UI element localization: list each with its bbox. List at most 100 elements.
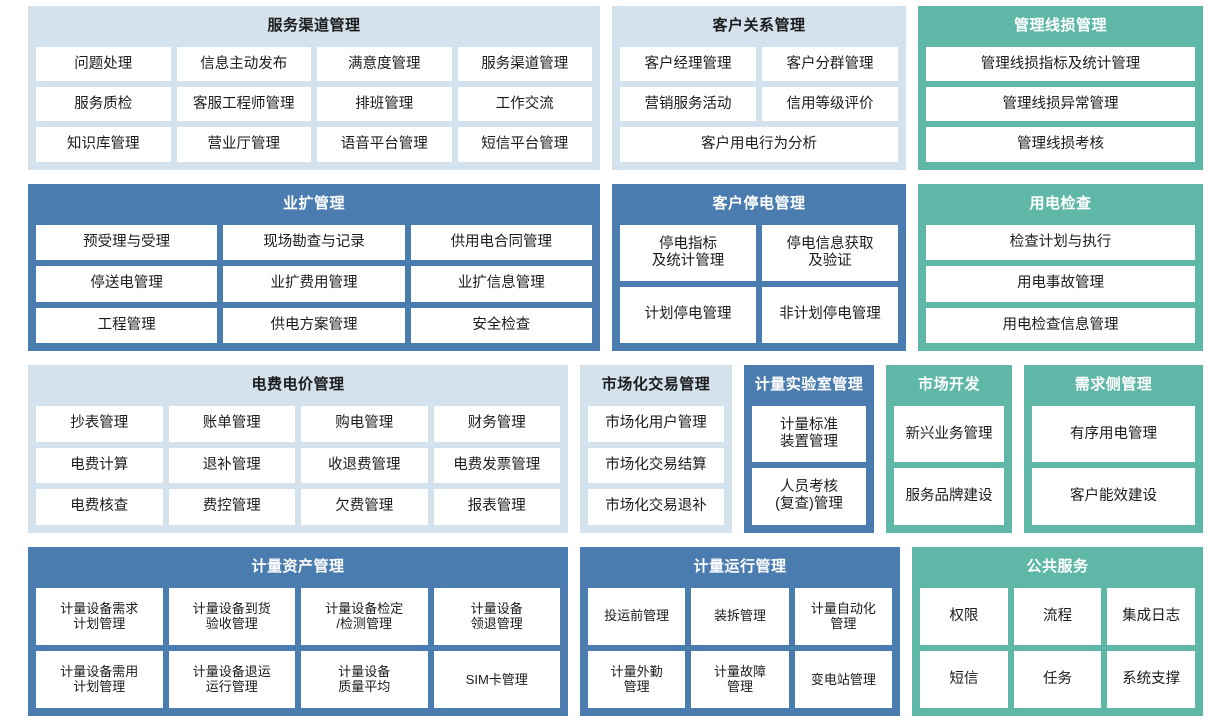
tile-item[interactable]: 供电方案管理 xyxy=(223,307,405,344)
tile-item[interactable]: 用电事故管理 xyxy=(926,266,1195,302)
tile-item[interactable]: 市场化交易退补 xyxy=(588,489,724,525)
panel-market-development: 市场开发 新兴业务管理 服务品牌建设 xyxy=(886,365,1012,533)
tile-item[interactable]: 营业厅管理 xyxy=(176,127,311,162)
tile-item[interactable]: 流程 xyxy=(1013,587,1102,645)
tile-item[interactable]: 安全检查 xyxy=(410,307,592,344)
tile-item[interactable]: 知识库管理 xyxy=(36,127,171,162)
tile-item[interactable]: 投运前管理 xyxy=(588,587,686,645)
tile-item[interactable]: 短信平台管理 xyxy=(457,127,592,162)
tile-item[interactable]: 营销服务活动 xyxy=(620,87,756,122)
tile-item[interactable]: 装拆管理 xyxy=(691,587,789,645)
tile-item[interactable]: 停送电管理 xyxy=(36,266,218,302)
tile-item[interactable]: 计量自动化 管理 xyxy=(794,587,892,645)
tile-item[interactable]: 费控管理 xyxy=(168,489,295,525)
tile-item[interactable]: 业扩信息管理 xyxy=(410,266,592,302)
tile-item[interactable]: 计量故障 管理 xyxy=(691,650,789,709)
tile-item[interactable]: 计量设备需用 计划管理 xyxy=(36,650,163,709)
tile-item[interactable]: 系统支撑 xyxy=(1107,650,1196,709)
tile-item[interactable]: 服务品牌建设 xyxy=(894,468,1004,525)
tile-item[interactable]: 账单管理 xyxy=(168,406,295,442)
tile-item[interactable]: 计量设备检定 /检测管理 xyxy=(301,587,428,645)
tile-grid: 客户经理管理 客户分群管理 营销服务活动 信用等级评价 客户用电行为分析 xyxy=(620,47,898,162)
tile-item[interactable]: 业扩费用管理 xyxy=(223,266,405,302)
tile-item[interactable]: 权限 xyxy=(920,587,1008,645)
tile-item[interactable]: 欠费管理 xyxy=(301,489,428,525)
tile-item[interactable]: 计量设备到货 验收管理 xyxy=(168,587,295,645)
tile-item[interactable]: 管理线损异常管理 xyxy=(926,87,1195,122)
tile-item[interactable]: 语音平台管理 xyxy=(317,127,452,162)
tile-item[interactable]: 排班管理 xyxy=(317,87,452,122)
tile-item[interactable]: 抄表管理 xyxy=(36,406,163,442)
tile-item[interactable]: 供用电合同管理 xyxy=(410,224,592,261)
tile-item[interactable]: 退补管理 xyxy=(168,447,295,484)
tile-item[interactable]: 报表管理 xyxy=(433,489,560,525)
tile-item[interactable]: 信用等级评价 xyxy=(762,87,898,122)
tile-item[interactable]: 计量设备需求 计划管理 xyxy=(36,587,163,645)
tile-item[interactable]: 人员考核 (复查)管理 xyxy=(752,468,866,525)
tile-item[interactable]: 工程管理 xyxy=(36,307,218,344)
tile-item[interactable]: 工作交流 xyxy=(457,87,592,122)
tile-item[interactable]: 停电指标 及统计管理 xyxy=(620,224,756,281)
tile-item[interactable]: 市场化用户管理 xyxy=(588,406,724,442)
tile-item[interactable]: 服务质检 xyxy=(36,87,171,122)
tile-row: 电费计算 退补管理 收退费管理 电费发票管理 xyxy=(36,447,560,484)
tile-item[interactable]: 客服工程师管理 xyxy=(176,87,311,122)
tile-grid: 抄表管理 账单管理 购电管理 财务管理 电费计算 退补管理 收退费管理 电费发票… xyxy=(36,406,560,525)
tile-item[interactable]: 任务 xyxy=(1013,650,1102,709)
tile-item[interactable]: 服务渠道管理 xyxy=(457,47,592,82)
tile-item[interactable]: SIM卡管理 xyxy=(433,650,560,709)
tile-item[interactable]: 购电管理 xyxy=(301,406,428,442)
tile-item[interactable]: 满意度管理 xyxy=(317,47,452,82)
tile-item[interactable]: 电费核查 xyxy=(36,489,163,525)
tile-row: 客户经理管理 客户分群管理 xyxy=(620,47,898,82)
tile-item[interactable]: 客户分群管理 xyxy=(762,47,898,82)
tile-item[interactable]: 客户经理管理 xyxy=(620,47,756,82)
panel-title: 客户关系管理 xyxy=(712,17,806,34)
panel-row-2: 业扩管理 预受理与受理 现场勘查与记录 供用电合同管理 停送电管理 业扩费用管理… xyxy=(28,183,1203,352)
tile-item[interactable]: 电费计算 xyxy=(36,447,163,484)
tile-item[interactable]: 变电站管理 xyxy=(794,650,892,709)
tile-item[interactable]: 计量设备 领退管理 xyxy=(433,587,560,645)
panel-management-line-loss: 管理线损管理 管理线损指标及统计管理 管理线损异常管理 管理线损考核 xyxy=(918,6,1203,170)
panel-metering-operation-management: 计量运行管理 投运前管理 装拆管理 计量自动化 管理 计量外勤 管理 计量故障 … xyxy=(580,546,900,717)
tile-item[interactable]: 检查计划与执行 xyxy=(926,224,1195,261)
tile-item[interactable]: 收退费管理 xyxy=(301,447,428,484)
tile-item[interactable]: 市场化交易结算 xyxy=(588,447,724,484)
tile-item[interactable]: 客户能效建设 xyxy=(1032,468,1195,525)
panel-customer-outage-management: 客户停电管理 停电指标 及统计管理 停电信息获取 及验证 计划停电管理 非计划停… xyxy=(612,183,906,352)
panel-title: 计量实验室管理 xyxy=(754,376,864,394)
tile-item[interactable]: 新兴业务管理 xyxy=(894,406,1004,463)
tile-item[interactable]: 预受理与受理 xyxy=(36,224,218,261)
tile-item[interactable]: 计划停电管理 xyxy=(620,286,756,344)
tile-row: 客户用电行为分析 xyxy=(620,127,898,162)
tile-item[interactable]: 计量设备 质量平均 xyxy=(301,650,428,709)
tile-grid: 检查计划与执行 用电事故管理 用电检查信息管理 xyxy=(926,224,1195,344)
tile-item[interactable]: 客户用电行为分析 xyxy=(620,127,898,162)
tile-row: 市场化用户管理 xyxy=(588,406,724,442)
tile-item[interactable]: 电费发票管理 xyxy=(433,447,560,484)
panel-market-trading-management: 市场化交易管理 市场化用户管理 市场化交易结算 市场化交易退补 xyxy=(580,365,732,533)
tile-item[interactable]: 管理线损指标及统计管理 xyxy=(926,47,1195,82)
tile-item[interactable]: 计量标准 装置管理 xyxy=(752,406,866,463)
tile-item[interactable]: 财务管理 xyxy=(433,406,560,442)
tile-item[interactable]: 现场勘查与记录 xyxy=(223,224,405,261)
tile-row: 新兴业务管理 xyxy=(894,406,1004,463)
panel-title: 电费电价管理 xyxy=(251,376,345,394)
panel-service-channel-management: 服务渠道管理 问题处理 信息主动发布 满意度管理 服务渠道管理 服务质检 客服工… xyxy=(28,6,600,170)
tile-item[interactable]: 集成日志 xyxy=(1107,587,1196,645)
tile-item[interactable]: 非计划停电管理 xyxy=(762,286,898,344)
tile-grid: 管理线损指标及统计管理 管理线损异常管理 管理线损考核 xyxy=(926,47,1195,162)
tile-item[interactable]: 计量外勤 管理 xyxy=(588,650,686,709)
tile-item[interactable]: 管理线损考核 xyxy=(926,127,1195,162)
tile-row: 市场化交易退补 xyxy=(588,489,724,525)
tile-item[interactable]: 计量设备退运 运行管理 xyxy=(168,650,295,709)
tile-grid: 问题处理 信息主动发布 满意度管理 服务渠道管理 服务质检 客服工程师管理 排班… xyxy=(36,47,592,162)
tile-item[interactable]: 用电检查信息管理 xyxy=(926,307,1195,344)
tile-item[interactable]: 有序用电管理 xyxy=(1032,406,1195,463)
tile-item[interactable]: 信息主动发布 xyxy=(176,47,311,82)
tile-grid: 计量标准 装置管理 人员考核 (复查)管理 xyxy=(752,406,866,525)
tile-item[interactable]: 问题处理 xyxy=(36,47,171,82)
tile-item[interactable]: 短信 xyxy=(920,650,1008,709)
tile-item[interactable]: 停电信息获取 及验证 xyxy=(762,224,898,281)
